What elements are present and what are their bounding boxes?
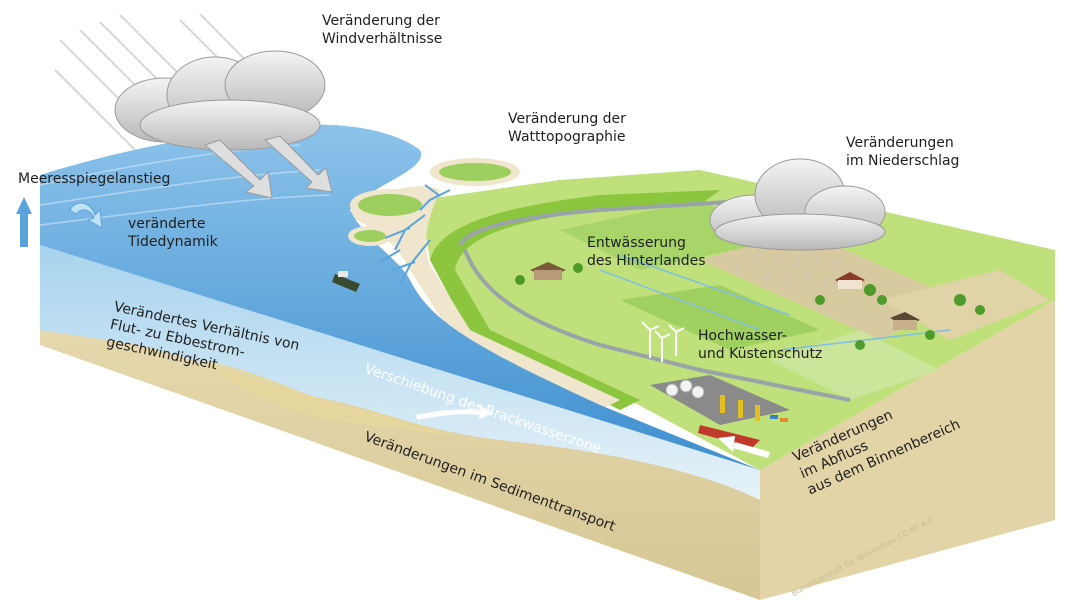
label-drainage-line2: des Hinterlandes bbox=[587, 253, 706, 269]
label-wind-line1: Veränderung der bbox=[322, 13, 440, 29]
label-precipitation-line1: Veränderungen bbox=[846, 135, 954, 151]
label-wind-line2: Windverhältnisse bbox=[322, 31, 443, 47]
storm-cloud bbox=[114, 50, 326, 151]
label-drainage: Entwässerung des Hinterlandes bbox=[587, 234, 706, 270]
label-precipitation-line2: im Niederschlag bbox=[846, 153, 960, 169]
beach bbox=[345, 186, 620, 410]
label-sea-level: Meeresspiegelanstieg bbox=[18, 170, 170, 188]
discharge-arrow-icon bbox=[718, 436, 770, 458]
label-tide-line1: veränderte bbox=[128, 216, 206, 232]
label-sea-level-text: Meeresspiegelanstieg bbox=[18, 171, 171, 187]
sea-cross-section bbox=[40, 245, 760, 500]
label-watt-line1: Veränderung der bbox=[508, 111, 626, 127]
rain-cloud bbox=[709, 158, 886, 251]
tide-arrow-icon bbox=[69, 202, 103, 229]
sediment-wedge bbox=[200, 360, 520, 445]
farmhouses bbox=[530, 262, 920, 330]
sea-surface bbox=[40, 124, 760, 470]
label-drainage-line1: Entwässerung bbox=[587, 235, 686, 251]
port-area bbox=[650, 375, 790, 448]
label-tide: veränderte Tidedynamik bbox=[128, 215, 218, 251]
sea-level-arrow-icon bbox=[16, 197, 32, 247]
ship-icon bbox=[332, 271, 360, 292]
label-flood: Hochwasser- und Küstenschutz bbox=[698, 327, 822, 363]
rain bbox=[734, 249, 841, 289]
trees bbox=[515, 263, 985, 350]
label-flood-line1: Hochwasser- bbox=[698, 328, 787, 344]
label-watt-line2: Watttopographie bbox=[508, 129, 626, 145]
wind-arrow-icon bbox=[203, 135, 333, 199]
label-tide-line2: Tidedynamik bbox=[128, 234, 218, 250]
label-watt: Veränderung der Watttopographie bbox=[508, 110, 626, 146]
road bbox=[458, 198, 851, 402]
brackish-arrow-icon bbox=[415, 404, 492, 420]
label-wind: Veränderung der Windverhältnisse bbox=[322, 12, 442, 48]
tidal-creeks bbox=[379, 184, 451, 286]
label-flood-line2: und Küstenschutz bbox=[698, 346, 823, 362]
farmland-patches bbox=[560, 200, 1050, 400]
sandbank-islands bbox=[348, 158, 520, 246]
soil-right-face bbox=[760, 300, 1055, 600]
wind-streaks bbox=[54, 13, 266, 156]
ditches bbox=[599, 254, 951, 351]
wind-turbines bbox=[641, 321, 685, 362]
label-precipitation: Veränderungen im Niederschlag bbox=[846, 134, 959, 170]
